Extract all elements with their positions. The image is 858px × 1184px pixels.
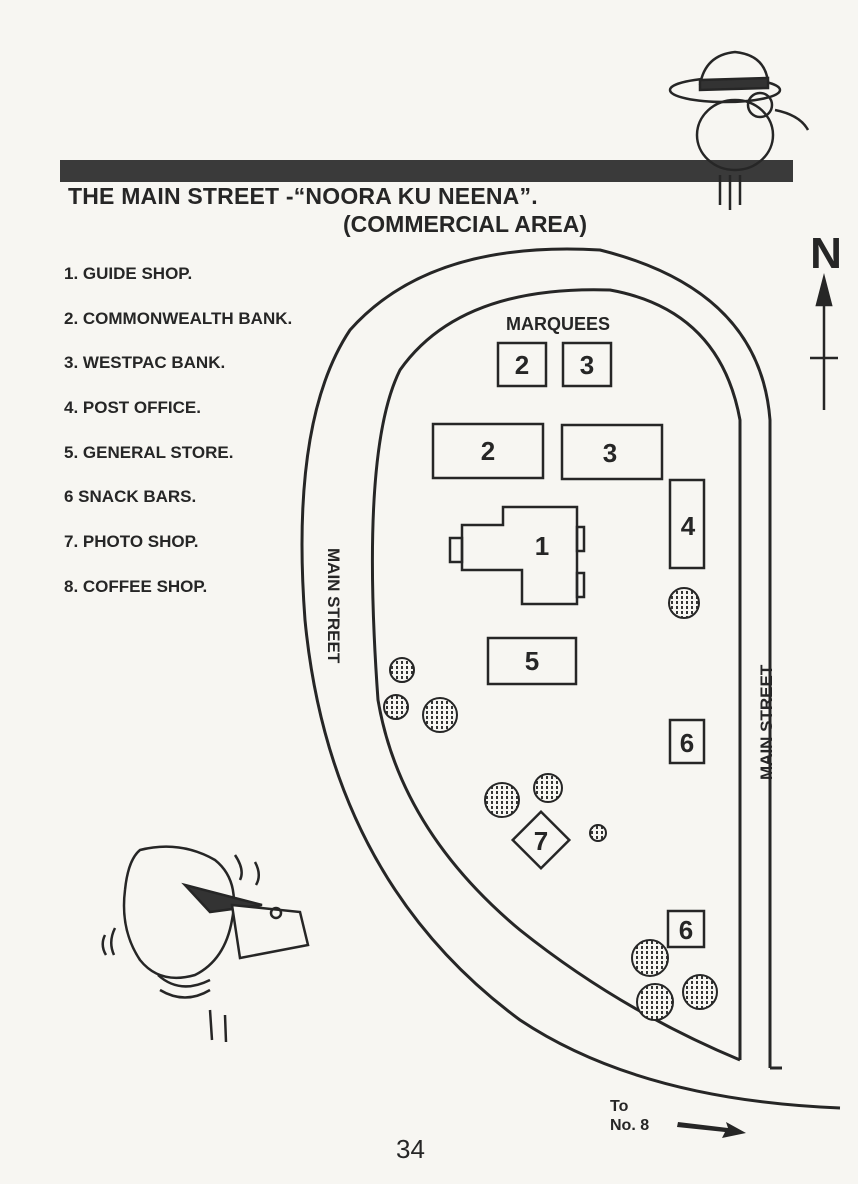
map-legend: 1. GUIDE SHOP. 2. COMMONWEALTH BANK. 3. … [64, 264, 292, 622]
building-7 [510, 809, 572, 871]
building-6a-label: 6 [680, 728, 694, 758]
road-inner-edge [370, 288, 742, 1062]
trees [383, 587, 718, 1021]
bird-with-hat-illustration [668, 50, 810, 210]
marquees-label: MARQUEES [506, 314, 610, 334]
building-3 [560, 423, 664, 481]
building-6b-label: 6 [679, 915, 693, 945]
tree-icon [631, 939, 669, 977]
directions-line-2: No. 8 [610, 1117, 650, 1134]
building-7-label: 7 [534, 826, 548, 856]
tree-icon [682, 974, 718, 1010]
tree-icon [636, 983, 674, 1021]
building-1-label: 1 [535, 531, 549, 561]
arrow-right-icon [677, 1122, 746, 1138]
directions-line-1: To [610, 1098, 629, 1115]
building-4 [668, 478, 706, 570]
tree-icon [668, 587, 700, 619]
building-5-label: 5 [525, 646, 539, 676]
kookaburra-with-letter-illustration [101, 845, 310, 1043]
building-2 [431, 422, 545, 480]
building-3-label: 3 [603, 438, 617, 468]
marquee-3 [561, 341, 613, 388]
road-outer-edge [300, 247, 841, 1110]
tree-icon [383, 694, 409, 720]
tree-icon [422, 697, 458, 733]
legend-item: 1. GUIDE SHOP. [64, 264, 193, 283]
header-bar [60, 160, 793, 182]
building-1 [460, 505, 579, 606]
legend-item: 2. COMMONWEALTH BANK. [64, 308, 293, 328]
building-5 [486, 636, 578, 686]
legend-item: 4. POST OFFICE. [64, 398, 201, 418]
tree-icon [389, 657, 415, 683]
tree-icon [533, 773, 563, 803]
legend-item: 5. GENERAL STORE. [64, 442, 234, 462]
legend-item: 3. WESTPAC BANK. [64, 353, 226, 373]
marquee-3-label: 3 [580, 350, 594, 380]
tree-icon [484, 782, 520, 818]
marquee-2 [496, 341, 548, 388]
north-label: N [810, 229, 842, 278]
directions-to-no8: To No. 8 [610, 1097, 649, 1135]
legend-item: 8. COFFEE SHOP. [64, 576, 208, 596]
building-6b [666, 909, 706, 949]
building-4-label: 4 [681, 511, 696, 541]
building-2-label: 2 [481, 436, 495, 466]
street-label-right: MAIN STREET [757, 664, 776, 780]
page-number: 34 [396, 1134, 425, 1164]
tree-icon [589, 824, 607, 842]
north-arrow-icon [810, 273, 838, 410]
legend-item: 6 SNACK BARS. [64, 487, 197, 507]
marquee-2-label: 2 [515, 350, 529, 380]
legend-item: 7. PHOTO SHOP. [64, 532, 199, 552]
street-label-left: MAIN STREET [324, 548, 343, 664]
building-6a [668, 718, 706, 765]
page-subtitle: (COMMERCIAL AREA) [343, 211, 588, 237]
page-title: THE MAIN STREET -“NOORA KU NEENA”. [68, 183, 538, 209]
